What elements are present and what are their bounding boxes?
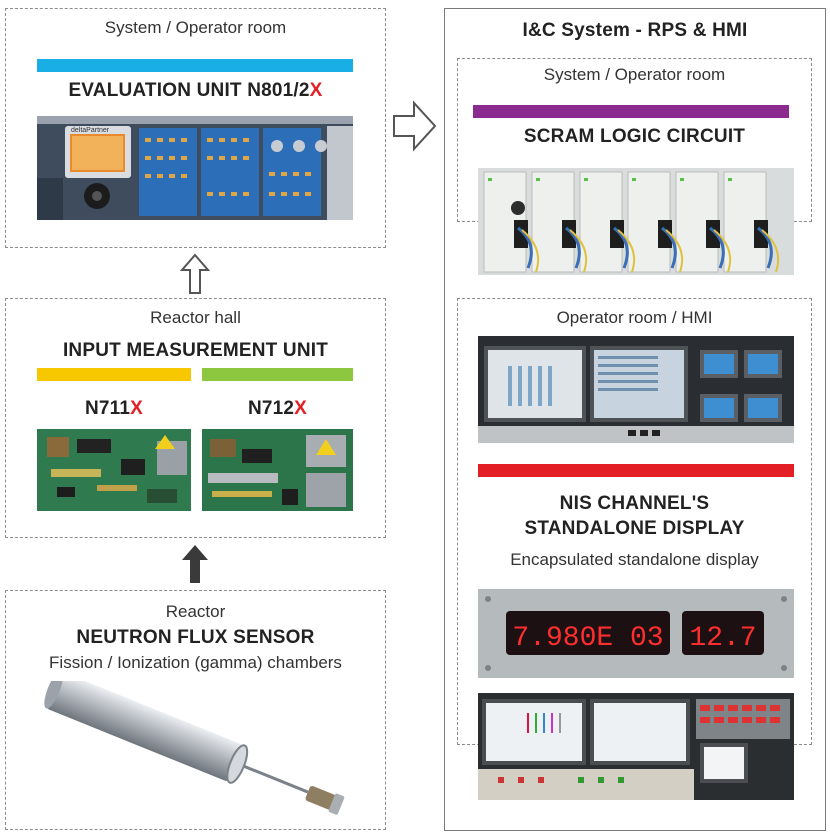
right-arrow-icon <box>393 100 437 152</box>
evaluation-title-text: EVALUATION UNIT N801/2 <box>68 80 310 101</box>
n711-suffix: X <box>130 398 144 419</box>
sensor-title: NEUTRON FLUX SENSOR <box>76 627 315 648</box>
evaluation-title-suffix: X <box>309 80 323 101</box>
input-location-label: Reactor hall <box>150 308 241 327</box>
evaluation-unit-photo: deltaPartner <box>37 116 353 220</box>
scram-color-bar <box>473 105 789 118</box>
n712-suffix: X <box>294 398 308 419</box>
ic-system-title: I&C System - RPS & HMI <box>522 20 748 41</box>
display-value-text: 7.980E 03 <box>512 623 663 654</box>
input-green-bar <box>202 368 353 381</box>
up-arrow-outline-icon <box>180 253 210 294</box>
sensor-location-label: Reactor <box>165 602 226 621</box>
input-measurement-box: Reactor hall INPUT MEASUREMENT UNIT N711… <box>5 298 386 538</box>
n712-text: N712 <box>247 398 295 419</box>
scram-location-label: System / Operator room <box>543 65 726 84</box>
nis-subtitle: Encapsulated standalone display <box>510 550 759 569</box>
nis-title-line1: NIS CHANNEL'S <box>559 493 710 514</box>
input-yellow-bar <box>37 368 191 381</box>
evaluation-unit-box: System / Operator room EVALUATION UNIT N… <box>5 8 386 248</box>
nis-title-line2: STANDALONE DISPLAY <box>524 518 745 539</box>
neutron-flux-sensor-box: Reactor NEUTRON FLUX SENSOR Fission / Io… <box>5 590 386 830</box>
scram-logic-photo <box>478 168 794 275</box>
display-value2-text: 12.7 <box>689 623 756 654</box>
input-measurement-title: INPUT MEASUREMENT UNIT <box>62 340 329 361</box>
hmi-nis-box: Operator room / HMI NIS CHANNEL'S STANDA… <box>457 298 812 745</box>
sensor-subtitle: Fission / Ionization (gamma) chambers <box>49 653 342 672</box>
neutron-flux-sensor-illustration <box>44 681 345 815</box>
screen-brand-text: deltaPartner <box>71 127 110 134</box>
hmi-location-label: Operator room / HMI <box>556 308 713 327</box>
nis-display-photo: 7.980E 03 12.7 <box>478 589 794 678</box>
n711-text: N711 <box>84 398 131 419</box>
n711-board-photo <box>37 429 191 511</box>
evaluation-location-label: System / Operator room <box>104 18 287 37</box>
evaluation-color-bar <box>37 59 353 72</box>
scram-logic-title: SCRAM LOGIC CIRCUIT <box>523 126 746 147</box>
up-arrow-solid-icon <box>182 545 208 583</box>
control-room-photo <box>478 693 794 800</box>
nis-red-bar <box>478 464 794 477</box>
evaluation-unit-title: EVALUATION UNIT N801/2X <box>6 80 385 102</box>
n712-label: N712X <box>202 398 353 420</box>
n711-label: N711X <box>37 398 191 420</box>
n712-board-photo <box>202 429 353 511</box>
ic-system-panel: I&C System - RPS & HMI <box>444 8 826 831</box>
hmi-operator-photo <box>478 336 794 443</box>
